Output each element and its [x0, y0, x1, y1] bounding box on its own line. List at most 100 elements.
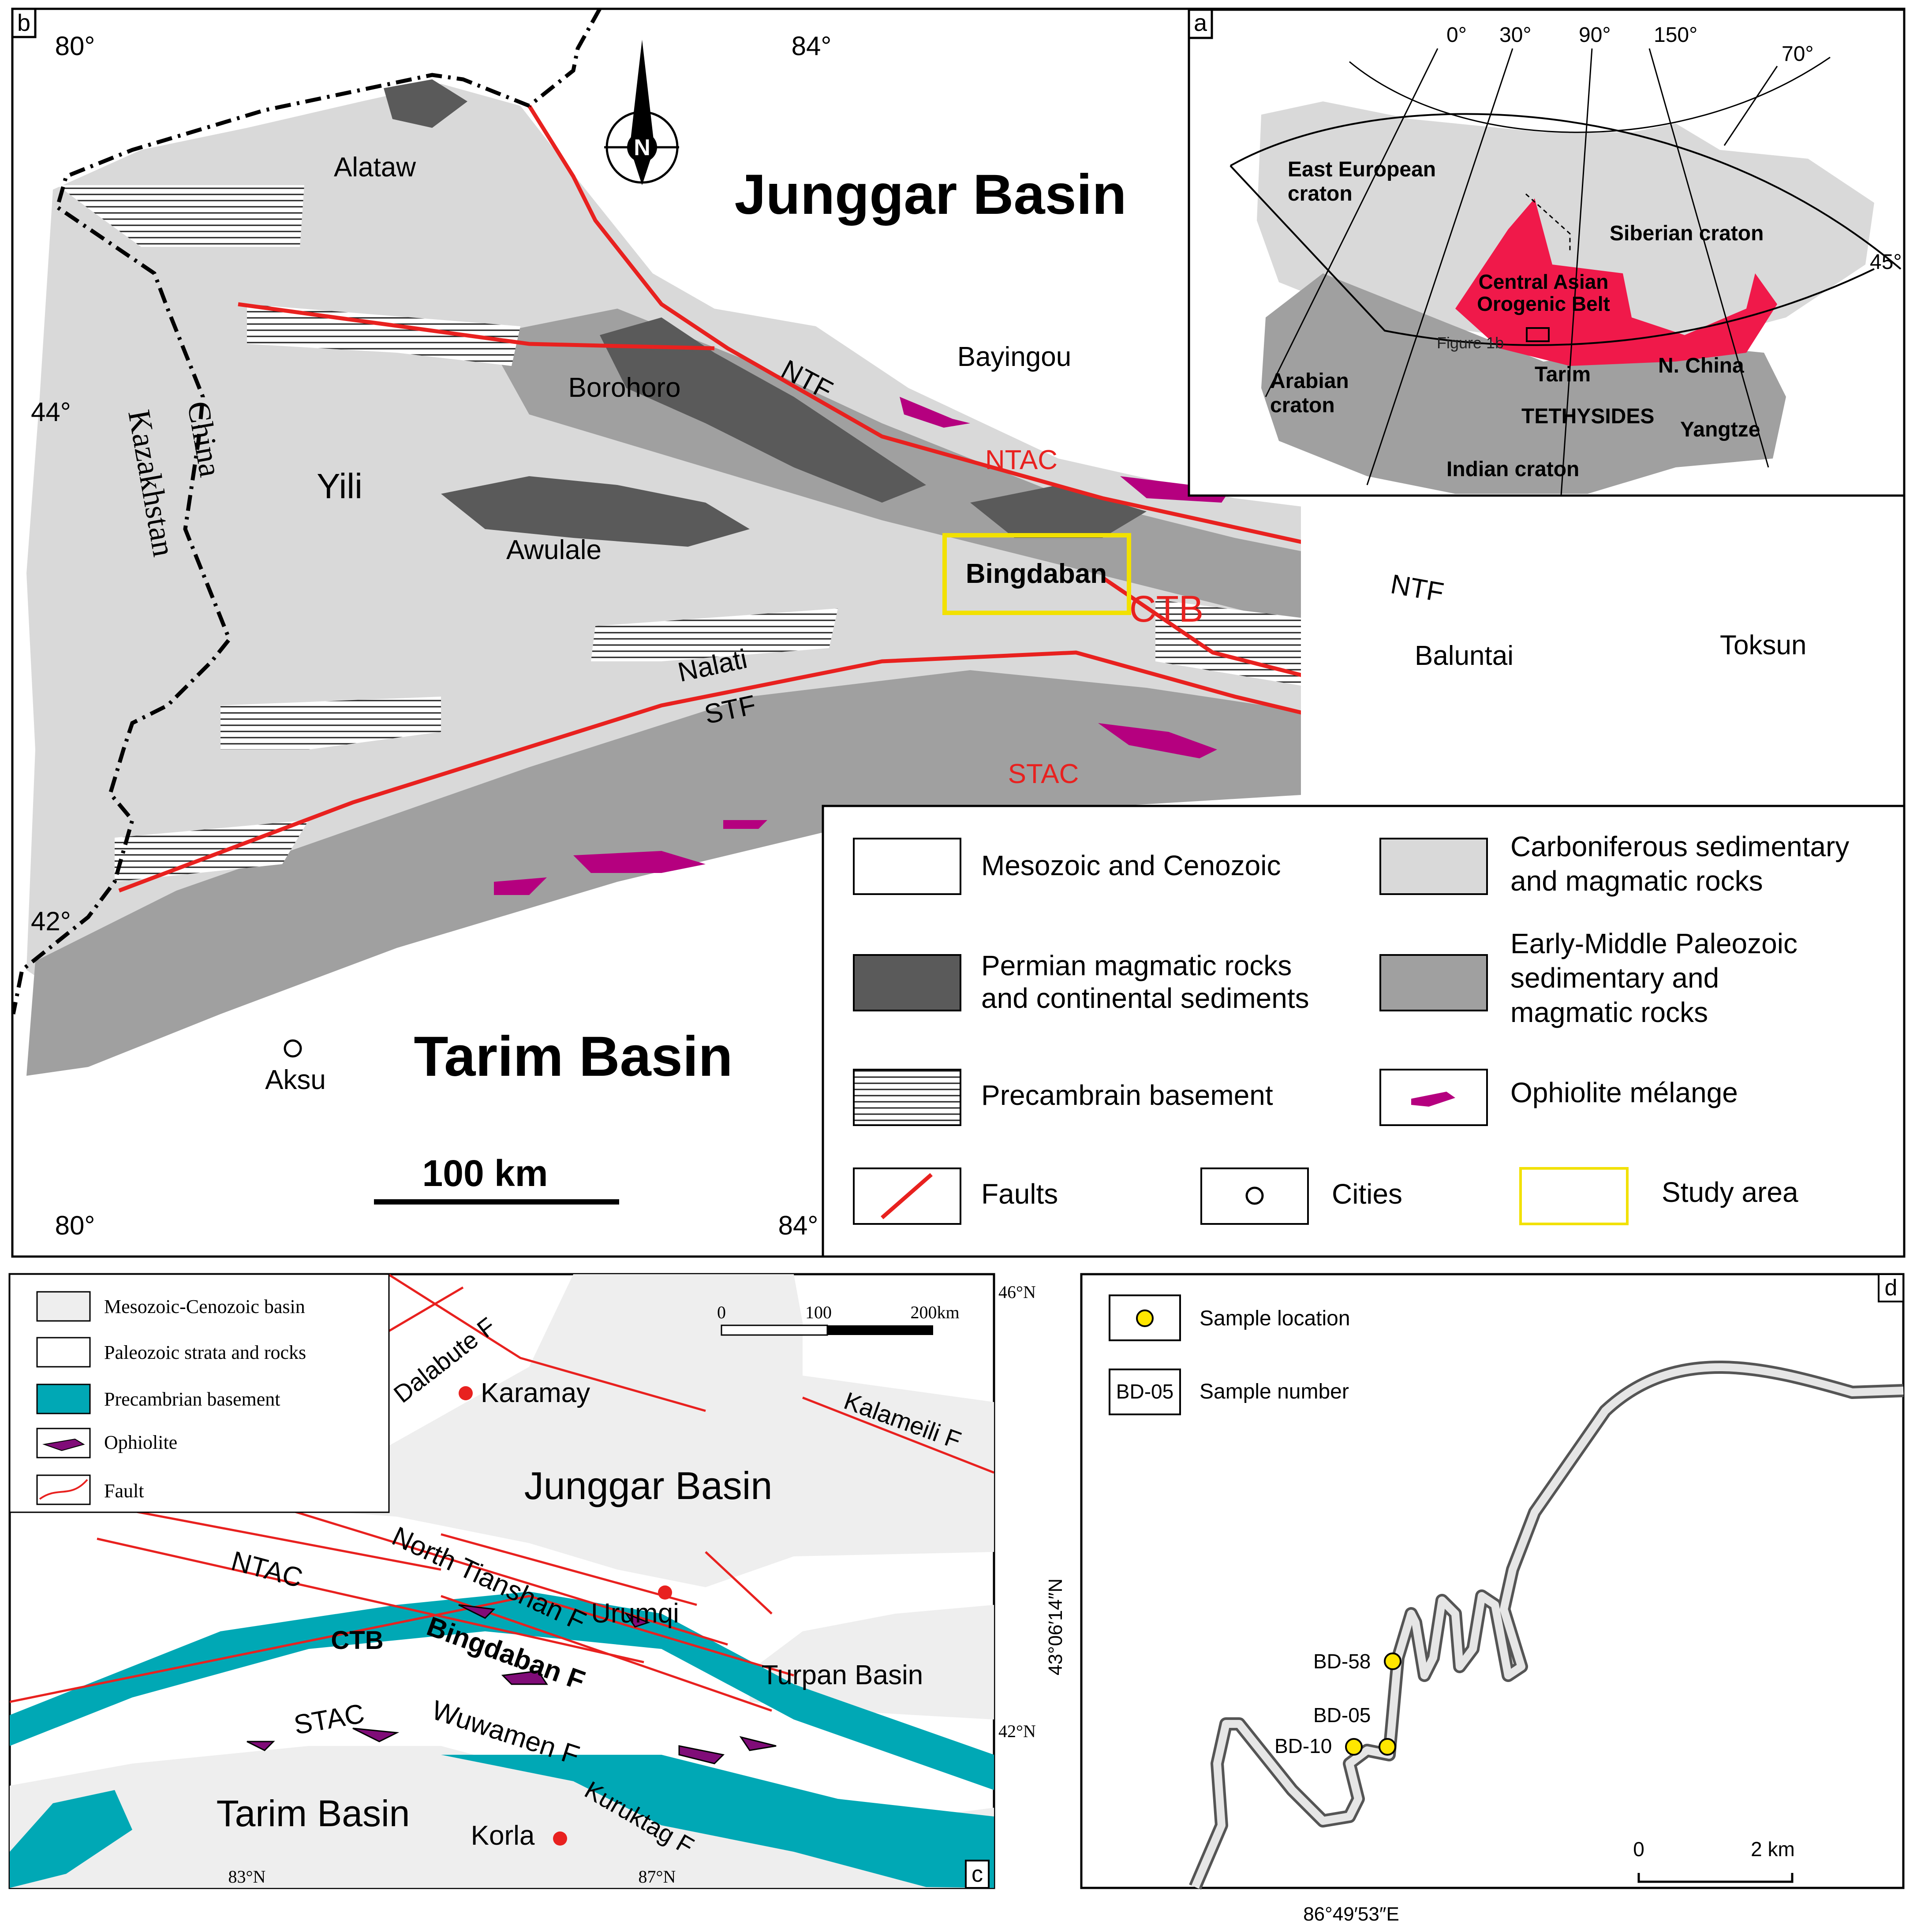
- legend-d-number: Sample number: [1200, 1380, 1349, 1403]
- sample-bd58-marker: [1384, 1652, 1401, 1670]
- legend-c: Mesozoic-Cenozoic basin Paleozoic strata…: [9, 1273, 390, 1513]
- swatch-permian: [853, 954, 961, 1011]
- legend-precam: Precambrain basement: [981, 1079, 1273, 1111]
- swatch-precambrian: [853, 1069, 961, 1126]
- ophiolite-body: [723, 820, 767, 829]
- permian-body: [441, 476, 750, 547]
- precambrian-basement: [57, 185, 304, 247]
- precambrian-teal: [10, 1592, 994, 1790]
- geology-map: N: [13, 9, 1301, 1205]
- junggar-label-c: Junggar Basin: [524, 1464, 773, 1507]
- city-korla-marker: [553, 1831, 567, 1846]
- lon-label: 80°: [55, 1211, 95, 1240]
- panel-b-label-box: [11, 7, 37, 38]
- panel-d-label-box: [1878, 1273, 1904, 1302]
- bayingou-label: Bayingou: [957, 342, 1072, 372]
- fault-stac: [1101, 576, 1301, 677]
- tarim-label-c: Tarim Basin: [217, 1793, 410, 1834]
- legend-c-precam: Precambrian basement: [104, 1388, 280, 1410]
- lon-label-c: 83°N: [228, 1867, 266, 1887]
- legend-carb-2: and magmatic rocks: [1510, 865, 1763, 897]
- lon-label-c: 87°N: [639, 1867, 676, 1887]
- legend-carb-1: Carboniferous sedimentary: [1510, 831, 1849, 862]
- lon-label: 70°: [1782, 42, 1814, 66]
- fault-swatch-c: [39, 1479, 88, 1500]
- swatch-basin: [36, 1291, 91, 1322]
- graticule: [1229, 165, 1875, 346]
- swatch-study-area: [1519, 1167, 1629, 1225]
- fault-stf: [118, 650, 1301, 893]
- scale-bar-d: [1637, 1873, 1794, 1883]
- city-aksu-marker: [284, 1039, 302, 1058]
- lat-label: 42°: [31, 906, 71, 936]
- tarim-basin-area: [10, 1746, 994, 1888]
- scale-c-100: 100: [805, 1302, 832, 1322]
- yangtze-label: Yangtze: [1680, 418, 1760, 441]
- fault-line: [238, 302, 715, 351]
- ntac-label: NTAC: [985, 445, 1058, 475]
- urumqi-label: Urumqi: [591, 1598, 679, 1629]
- awulale-label: Awulale: [506, 535, 602, 565]
- ctb-label: CTB: [1129, 588, 1203, 630]
- panel-a-label-box: [1188, 8, 1213, 39]
- panel-c-label-box: [965, 1860, 990, 1889]
- legend-perm-1: Permian magmatic rocks: [981, 950, 1292, 981]
- precambrian-basement: [591, 608, 838, 661]
- lat-label-c: 46°N: [998, 1282, 1036, 1302]
- permian-body: [384, 79, 467, 128]
- panel-d-label: d: [1885, 1275, 1898, 1301]
- cratons-north: [1257, 101, 1874, 353]
- borohoro-label: Borohoro: [568, 373, 680, 403]
- panel-a: a 0° 30° 90° 150° 70° 45° East European …: [1188, 8, 1906, 497]
- stac-label: STAC: [1008, 759, 1079, 789]
- yili-label: Yili: [317, 466, 362, 506]
- graticule: [1349, 56, 1831, 133]
- arabian-label-2: craton: [1270, 394, 1335, 417]
- legend-d-sample: Sample location: [1200, 1307, 1350, 1330]
- tethysides-label: TETHYSIDES: [1521, 405, 1654, 428]
- aksu-label: Aksu: [265, 1065, 326, 1095]
- east-european-label-2: craton: [1288, 182, 1353, 205]
- legend-d-number-box: [1109, 1369, 1181, 1415]
- sample-label: BD-10: [1274, 1734, 1332, 1757]
- legend-ophio: Ophiolite mélange: [1510, 1077, 1738, 1108]
- lon-label: 80°: [55, 31, 95, 61]
- baluntai-label: Baluntai: [1415, 641, 1513, 671]
- lon-label: 84°: [778, 1211, 818, 1240]
- caob-label: Central Asian: [1479, 270, 1609, 293]
- panel-c-label: c: [972, 1861, 983, 1887]
- fault-swatch-line: [881, 1173, 933, 1220]
- precambrian-basement: [247, 304, 520, 366]
- national-border: [13, 9, 602, 1014]
- legend-c-ophio: Ophiolite: [104, 1432, 177, 1453]
- swatch-paleo: [36, 1337, 91, 1368]
- panel-c: Mesozoic-Cenozoic basin Paleozoic strata…: [8, 1273, 1036, 1889]
- swatch-precam-c: [36, 1384, 91, 1414]
- arabian-label: Arabian: [1270, 369, 1349, 393]
- study-area-box: [942, 533, 1131, 615]
- ophiolite-body: [494, 877, 547, 895]
- tethysides: [1261, 273, 1786, 494]
- north-label: N: [634, 135, 650, 160]
- lon-label: 30°: [1499, 23, 1532, 47]
- caob-label-2: Orogenic Belt: [1477, 292, 1610, 315]
- bingdaban-label: Bingdaban: [966, 559, 1107, 589]
- legend-d-number-box-text: BD-05: [1116, 1380, 1173, 1403]
- figure1b-box: [1526, 327, 1550, 342]
- tarim-label-a: Tarim: [1535, 363, 1591, 386]
- sample-bd10-marker: [1345, 1738, 1363, 1756]
- lat-label: 44°: [31, 397, 71, 427]
- sample-bd05-marker: [1379, 1738, 1396, 1756]
- siberian-label: Siberian craton: [1610, 222, 1764, 245]
- lon-label: 90°: [1579, 23, 1611, 47]
- city-swatch-marker: [1245, 1186, 1264, 1205]
- scale-d-2km: 2 km: [1751, 1838, 1795, 1861]
- city-karamay-marker: [459, 1386, 473, 1400]
- precambrian-teal: [10, 1790, 132, 1888]
- early-paleozoic-south: [26, 670, 1301, 1076]
- tarim-basin-label: Tarim Basin: [414, 1025, 732, 1088]
- lon-label: 0°: [1446, 23, 1467, 47]
- scale-label-b: 100 km: [422, 1152, 548, 1194]
- ophiolite-body: [1098, 723, 1217, 758]
- swatch-early: [1379, 954, 1488, 1011]
